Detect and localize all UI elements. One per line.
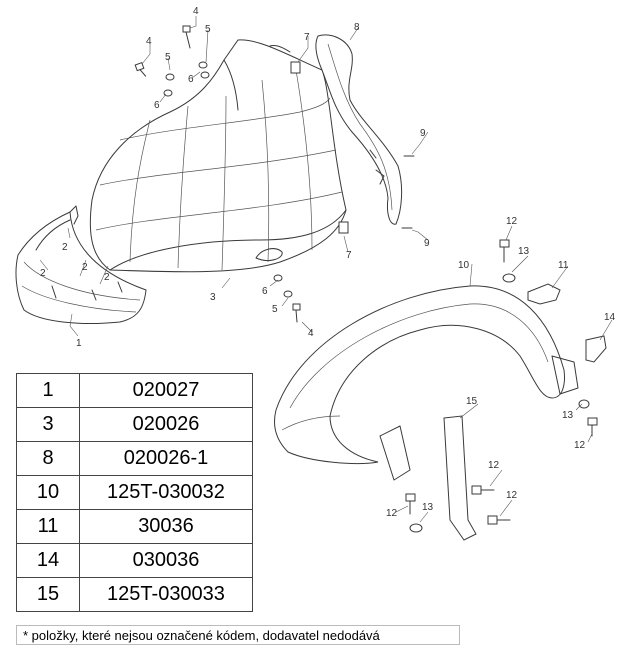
callout-14: 14 xyxy=(604,312,616,323)
callout-12: 12 xyxy=(574,440,586,451)
table-row: 10 125T-030032 xyxy=(16,475,253,510)
table-row: 11 30036 xyxy=(16,509,253,544)
code-cell: 020026-1 xyxy=(79,441,253,476)
footnote: * položky, které nejsou označené kódem, … xyxy=(16,625,460,645)
position-cell: 1 xyxy=(16,373,80,408)
fender-stay-part xyxy=(315,34,403,225)
callout-5: 5 xyxy=(272,304,278,315)
callout-5: 5 xyxy=(165,52,171,63)
code-cell: 125T-030032 xyxy=(79,475,253,510)
bracket-part xyxy=(585,335,607,363)
screw-set xyxy=(51,25,415,323)
callout-4: 4 xyxy=(193,6,199,17)
table-row: 1 020027 xyxy=(16,373,253,408)
position-cell: 3 xyxy=(16,407,80,442)
callout-13: 13 xyxy=(422,502,434,513)
callout-6: 6 xyxy=(262,286,268,297)
parts-table: 1 020027 3 020026 8 020026-1 10 125T-030… xyxy=(16,373,253,612)
callout-4: 4 xyxy=(146,36,152,47)
callout-2: 2 xyxy=(62,242,68,253)
callout-15: 15 xyxy=(466,396,478,407)
table-row: 8 020026-1 xyxy=(16,441,253,476)
callout-2: 2 xyxy=(40,268,46,279)
code-cell: 020027 xyxy=(79,373,253,408)
callout-3: 3 xyxy=(210,292,216,303)
callout-7: 7 xyxy=(304,32,310,43)
table-row: 15 125T-030033 xyxy=(16,577,253,612)
front-skirt-part xyxy=(15,205,147,324)
callout-labels: 1 2 2 2 2 3 4 4 4 5 5 5 6 6 6 7 7 8 9 9 … xyxy=(40,6,616,519)
front-fender-body xyxy=(89,39,347,273)
code-cell: 30036 xyxy=(79,509,253,544)
callout-13: 13 xyxy=(562,410,574,421)
rear-bracket-part xyxy=(443,415,477,541)
callout-6: 6 xyxy=(188,74,194,85)
table-row: 3 020026 xyxy=(16,407,253,442)
clip-part xyxy=(338,221,349,234)
bolt-set xyxy=(405,239,598,533)
callout-12: 12 xyxy=(506,490,518,501)
position-cell: 11 xyxy=(16,509,80,544)
code-cell: 030036 xyxy=(79,543,253,578)
callout-5: 5 xyxy=(205,24,211,35)
code-cell: 020026 xyxy=(79,407,253,442)
callout-12: 12 xyxy=(506,216,518,227)
callout-2: 2 xyxy=(104,272,110,283)
position-cell: 10 xyxy=(16,475,80,510)
callout-13: 13 xyxy=(518,246,530,257)
clip-part xyxy=(290,61,301,74)
callout-10: 10 xyxy=(458,260,470,271)
callout-6: 6 xyxy=(154,100,160,111)
bracket-part xyxy=(527,283,561,305)
rear-fender-body xyxy=(274,285,579,481)
leader-lines xyxy=(39,16,613,523)
callout-9: 9 xyxy=(424,238,430,249)
callout-12: 12 xyxy=(488,460,500,471)
callout-11: 11 xyxy=(558,260,569,271)
callout-9: 9 xyxy=(420,128,426,139)
callout-7: 7 xyxy=(346,250,352,261)
callout-12: 12 xyxy=(386,508,398,519)
callout-8: 8 xyxy=(354,22,360,33)
table-row: 14 030036 xyxy=(16,543,253,578)
position-cell: 8 xyxy=(16,441,80,476)
code-cell: 125T-030033 xyxy=(79,577,253,612)
callout-4: 4 xyxy=(308,328,314,339)
callout-1: 1 xyxy=(76,338,82,349)
callout-2: 2 xyxy=(82,262,88,273)
position-cell: 15 xyxy=(16,577,80,612)
position-cell: 14 xyxy=(16,543,80,578)
